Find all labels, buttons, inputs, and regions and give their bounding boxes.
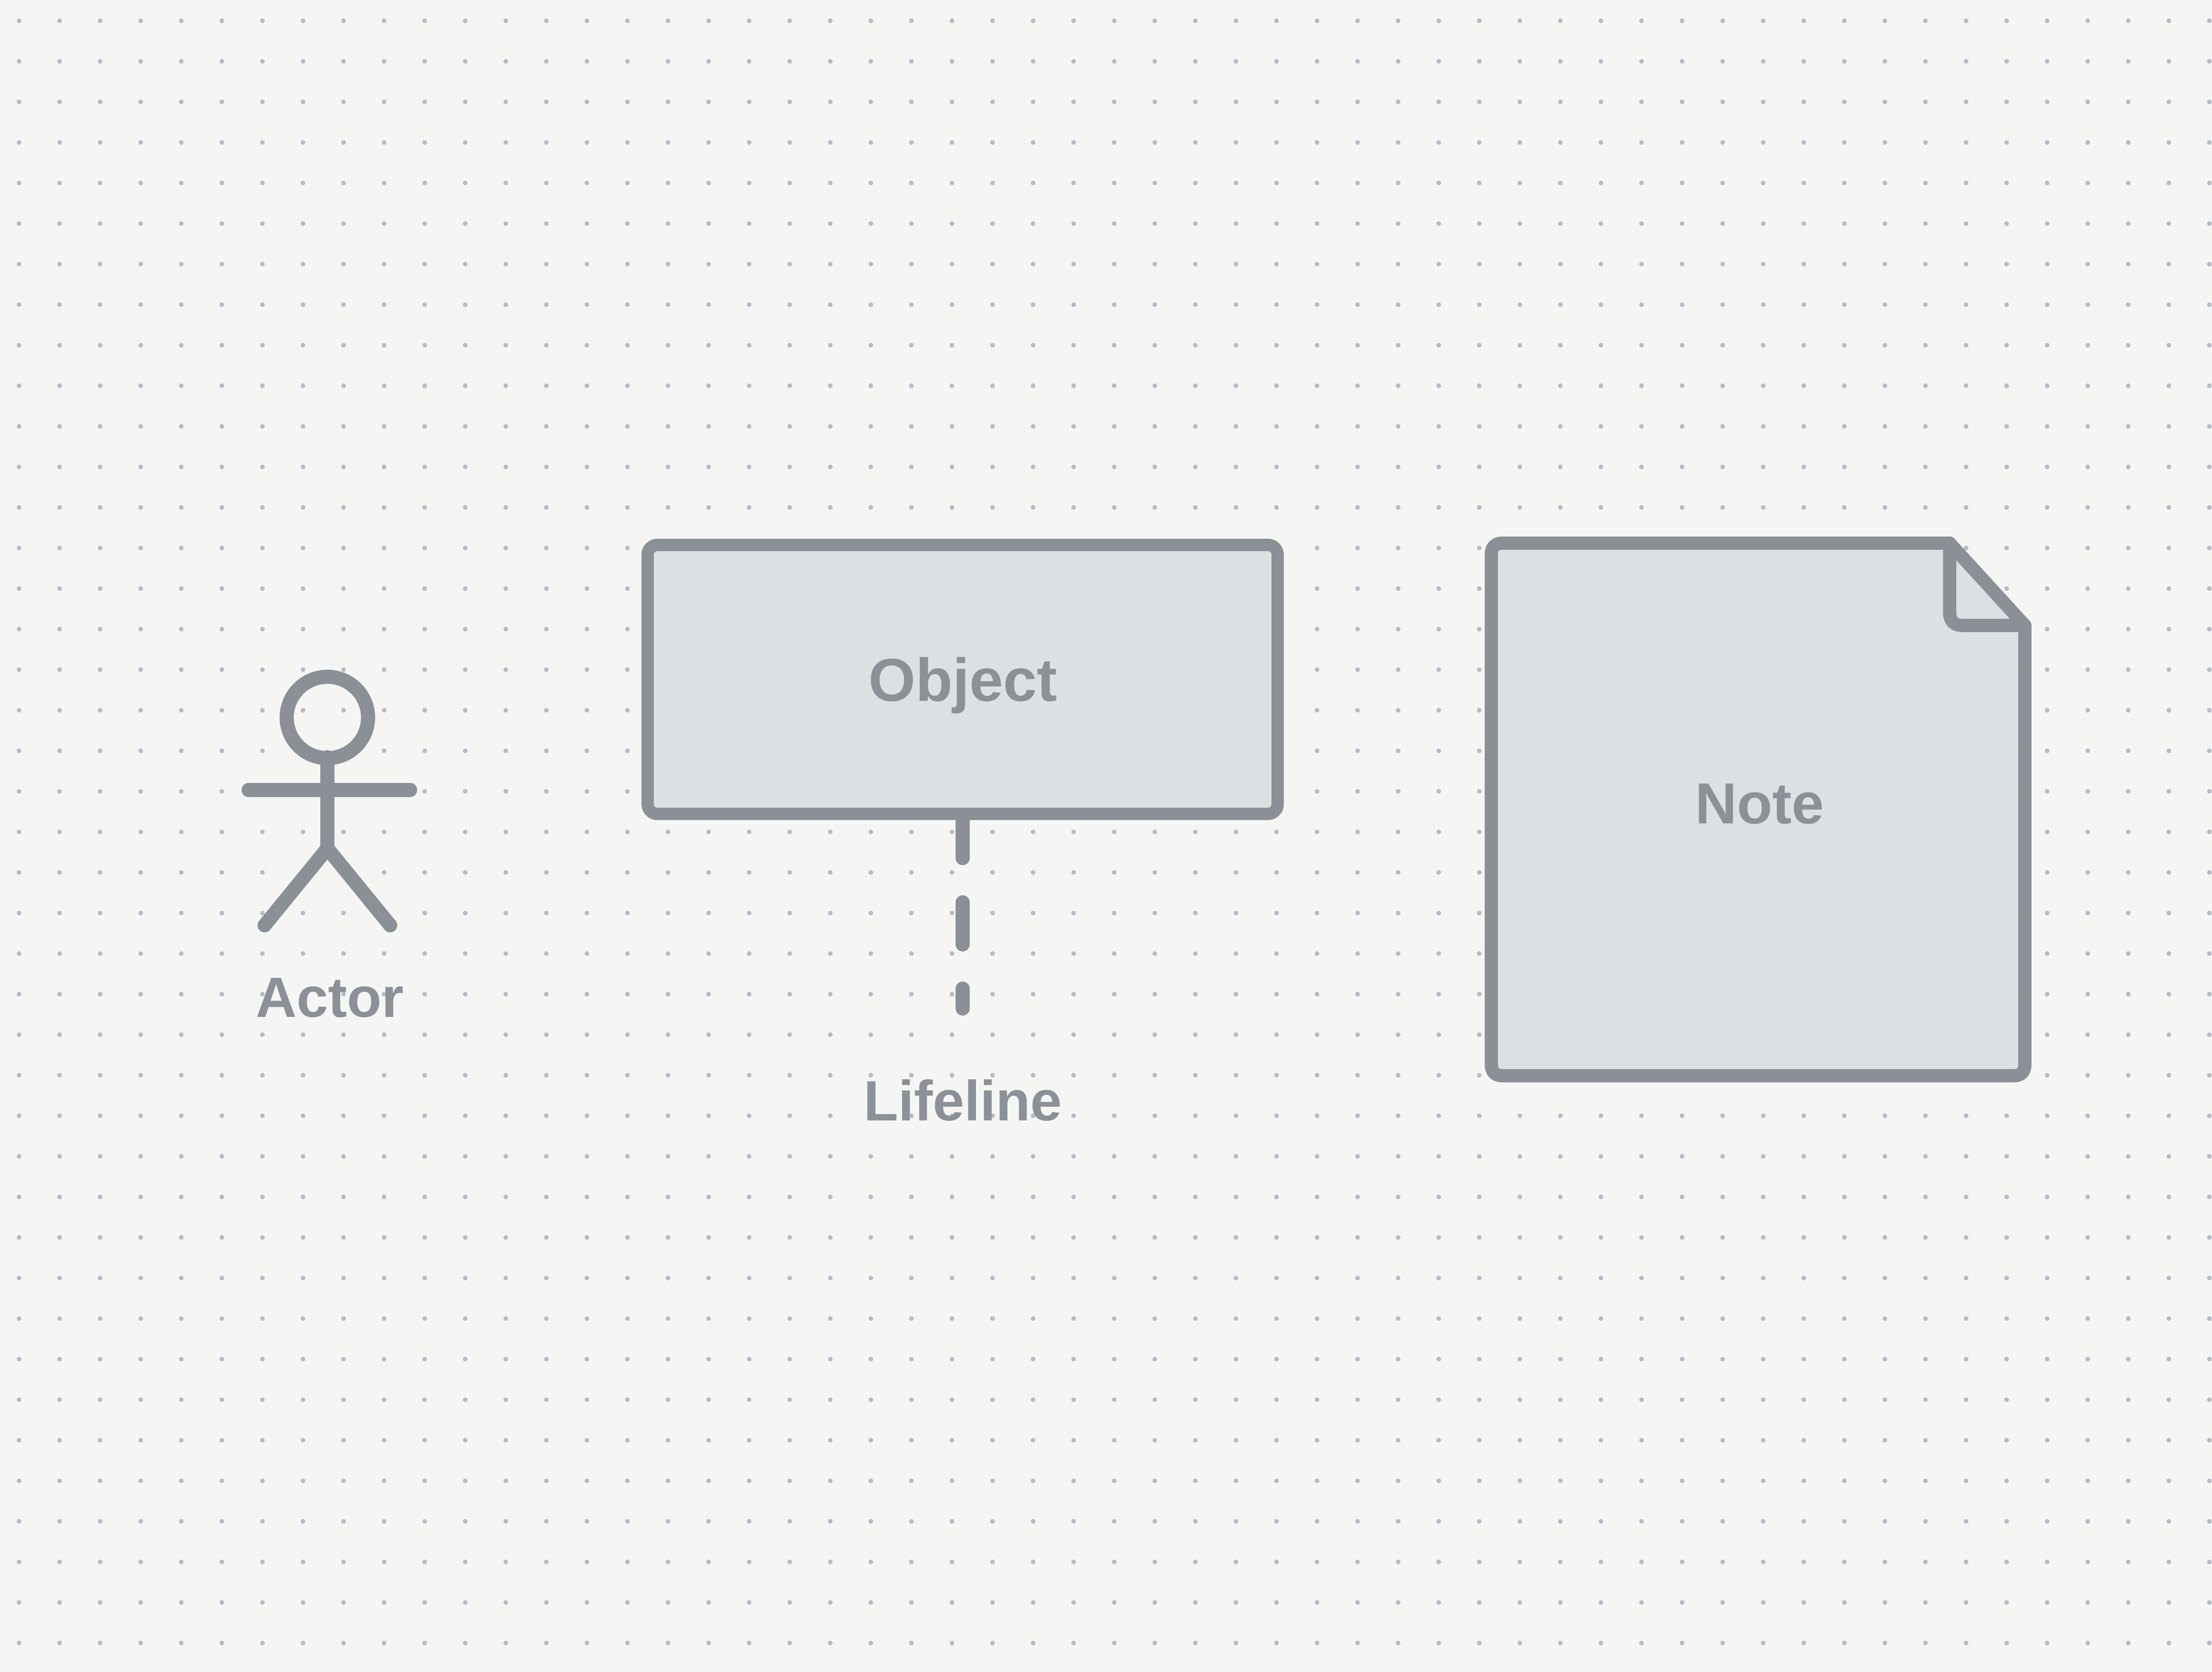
note-outline [1485, 537, 2032, 1082]
actor-leg-right [320, 841, 397, 932]
actor-leg-left [257, 841, 334, 932]
note-shape[interactable] [1485, 537, 2032, 1082]
actor-head [280, 670, 375, 765]
actor-label[interactable]: Actor [255, 966, 404, 1029]
note-fold-corner [1943, 537, 2032, 632]
object-label[interactable]: Object [868, 646, 1057, 714]
actor-shape[interactable] [242, 670, 417, 932]
object-box[interactable] [641, 539, 1284, 820]
lifeline-label[interactable]: Lifeline [863, 1070, 1062, 1133]
note-label[interactable]: Note [1695, 771, 1824, 836]
